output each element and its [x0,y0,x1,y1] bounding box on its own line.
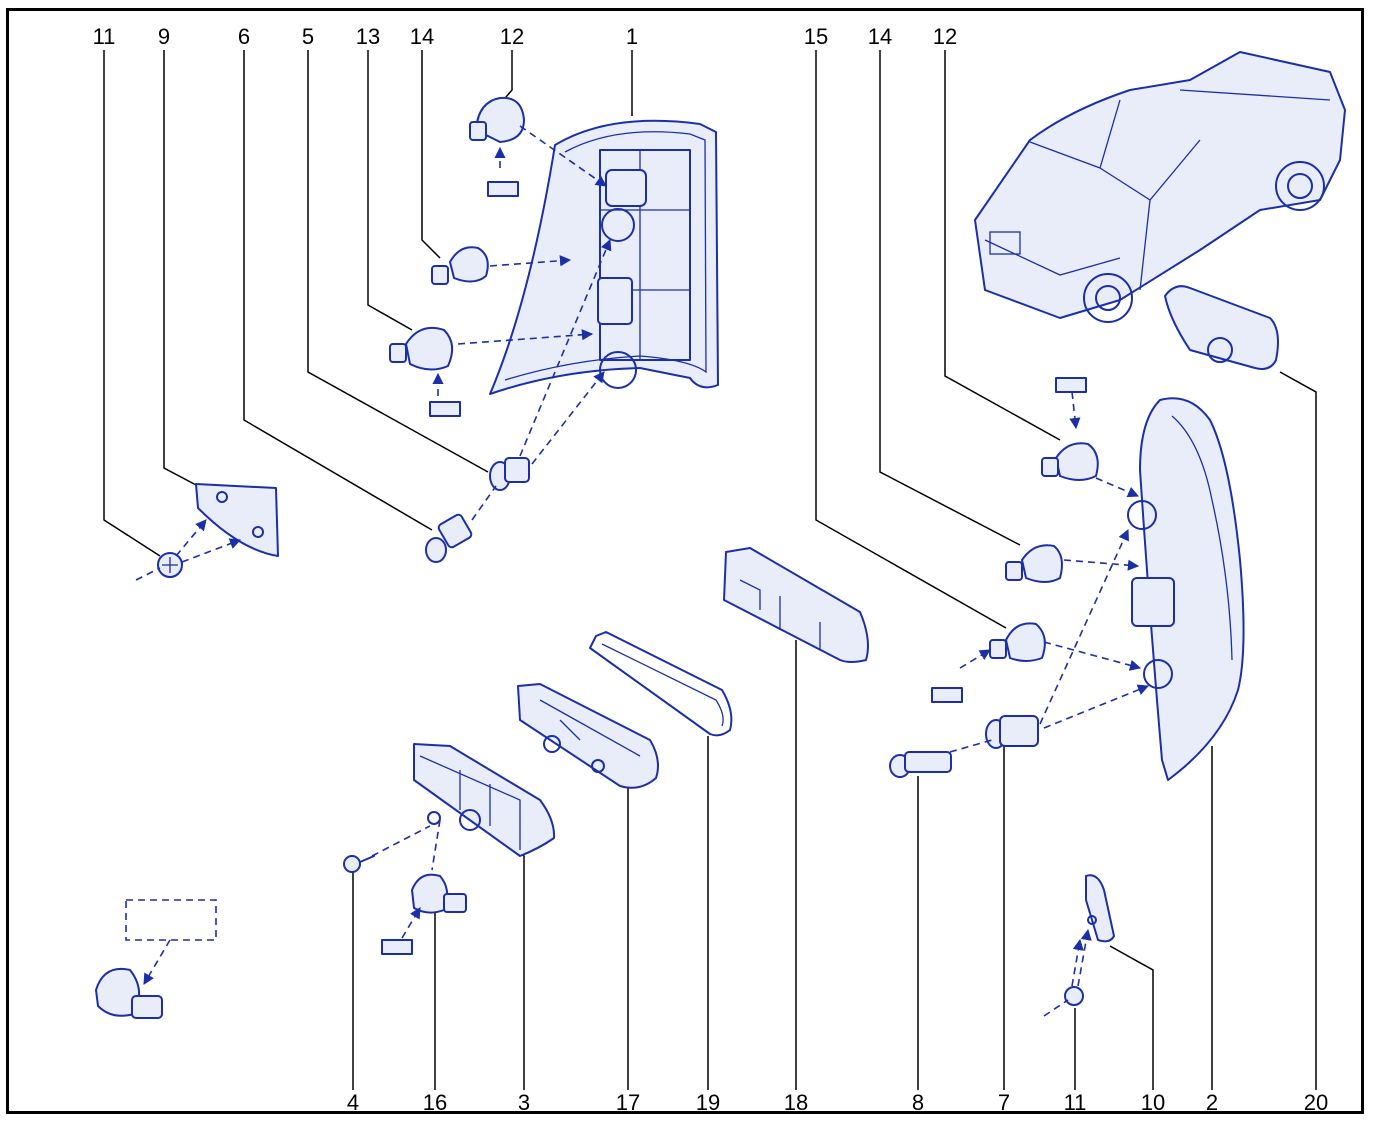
callout-17: 17 [616,1090,640,1115]
reflector-housing [1164,285,1279,370]
callout-14-left: 14 [410,24,434,49]
bulb-13 [389,326,454,371]
clip-left [157,552,183,578]
callout-12-right: 12 [933,24,957,49]
callout-8: 8 [912,1090,924,1115]
bulb-12-right [1041,442,1099,481]
callout-16: 16 [423,1090,447,1115]
callout-4: 4 [347,1090,359,1115]
brake-light-body [517,683,659,789]
bulb-holder-6 [425,513,473,563]
bulb-holder-8 [889,751,952,778]
callout-7: 7 [998,1090,1010,1115]
rear-lamp-right [1127,397,1245,781]
bulb-holder-7 [985,715,1039,749]
callouts-bottom: 4 16 3 17 19 18 8 7 11 10 2 20 [347,1090,1328,1115]
callouts-top: 11 9 6 5 13 14 12 1 15 14 12 [93,24,958,49]
bulb-spare [95,968,163,1019]
trim-plate-left [195,483,279,557]
brake-light-lens [723,547,869,663]
callout-1: 1 [626,24,638,49]
assembly-arrows [135,125,1150,1017]
clip-right [1064,986,1084,1006]
callout-10: 10 [1141,1090,1165,1115]
seal-gasket [589,631,733,737]
bulb-holder-5 [489,457,530,491]
bulb-14-right [1005,544,1063,583]
callout-6: 6 [238,24,250,49]
callout-15: 15 [804,24,828,49]
bulb-14-left [431,246,489,285]
bulb-type-tags [125,181,1087,955]
bulb-16 [411,873,467,914]
plate-lamp-housing [413,743,556,857]
callout-11-right: 11 [1064,1090,1087,1115]
callout-9: 9 [158,24,170,49]
callout-12-left: 12 [500,24,524,49]
callout-20: 20 [1304,1090,1328,1115]
bulb-15 [989,622,1046,662]
callout-3: 3 [518,1090,530,1115]
leader-lines [103,50,1317,1090]
pickup-vehicle [974,51,1346,323]
rear-lamp-left [489,119,719,395]
trim-plate-right [1085,874,1115,943]
callout-14-right: 14 [868,24,892,49]
callout-13: 13 [356,24,380,49]
bulb-12-left [469,96,525,143]
callout-2: 2 [1206,1090,1218,1115]
screw-4 [343,855,375,873]
callout-11-left: 11 [93,24,116,49]
callout-5: 5 [302,24,314,49]
callout-19: 19 [696,1090,720,1115]
callout-18: 18 [784,1090,808,1115]
